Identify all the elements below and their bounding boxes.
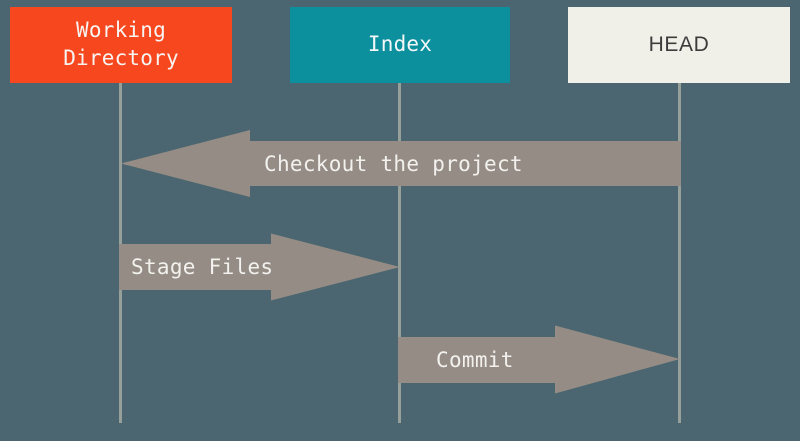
lifeline-head — [678, 83, 681, 423]
node-working-directory: Working Directory — [10, 7, 232, 83]
lifeline-working-directory — [119, 83, 122, 423]
arrow-label-stage-files: Stage Files — [131, 255, 274, 279]
lifeline-index — [398, 83, 401, 423]
node-head: HEAD — [568, 7, 790, 83]
arrow-label-checkout: Checkout the project — [264, 152, 523, 176]
arrow-label-commit: Commit — [436, 348, 514, 372]
node-index: Index — [290, 7, 510, 83]
